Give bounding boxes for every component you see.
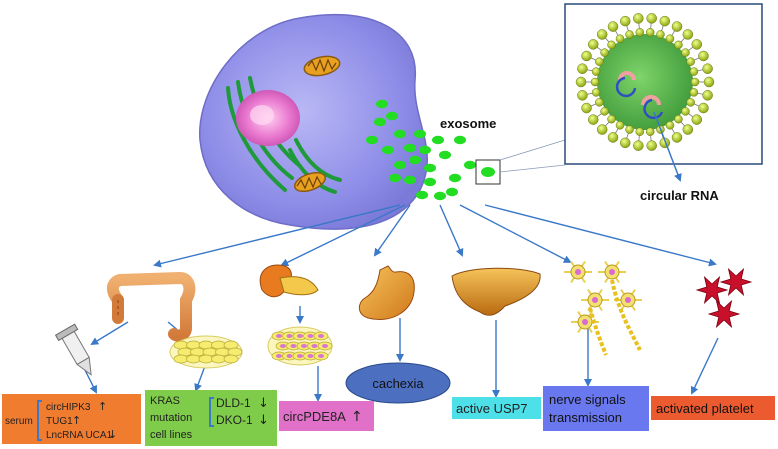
exosome-dot bbox=[434, 191, 446, 201]
exosome-arrows bbox=[81, 204, 719, 402]
exosome-icon bbox=[575, 13, 715, 151]
kras-item: DLD-1 bbox=[216, 396, 251, 410]
exosome-label: exosome bbox=[440, 116, 496, 131]
circular-rna-icon bbox=[615, 71, 664, 120]
exosome-dot bbox=[439, 150, 451, 160]
exosome-dot bbox=[419, 145, 431, 155]
down-arrow-icon: ↓ bbox=[258, 413, 269, 428]
liver-icon bbox=[451, 267, 541, 316]
nerve-signals-box bbox=[543, 386, 649, 431]
exosome-dot bbox=[424, 177, 436, 187]
exosome-dot bbox=[394, 129, 406, 139]
colon-icon bbox=[107, 271, 196, 342]
usp7-box bbox=[452, 397, 541, 419]
serum-item: circHIPK3 bbox=[46, 402, 91, 413]
tube-icon bbox=[54, 323, 92, 376]
exosome-dot bbox=[394, 160, 406, 170]
mitochondrion-icon bbox=[293, 171, 327, 193]
stomach-icon bbox=[358, 265, 415, 320]
kras-line: mutation bbox=[150, 412, 192, 424]
pancreas-icon bbox=[259, 264, 319, 298]
active-usp7-label: active USP7 bbox=[456, 401, 528, 416]
exosome-dot bbox=[409, 155, 421, 165]
exosome-dot bbox=[382, 145, 394, 155]
exosome-dot bbox=[366, 135, 378, 145]
nerve-signals-label: transmission bbox=[549, 410, 622, 425]
down-arrow-icon: ↓ bbox=[108, 428, 117, 441]
down-arrow-icon: ↓ bbox=[258, 396, 269, 411]
cachexia-label: cachexia bbox=[372, 376, 424, 391]
serum-box bbox=[2, 394, 141, 444]
activated-platelet-box bbox=[651, 396, 775, 420]
up-arrow-icon: ↑ bbox=[72, 414, 81, 427]
up-arrow-icon: ↑ bbox=[98, 400, 107, 413]
circular-rna-label: circular RNA bbox=[640, 188, 719, 203]
exosome-dot bbox=[376, 99, 388, 109]
kras-line: cell lines bbox=[150, 429, 193, 441]
circpde8a-box bbox=[279, 401, 374, 431]
kras-item: DKO-1 bbox=[216, 413, 253, 427]
serum-item: LncRNA UCA1 bbox=[46, 430, 113, 441]
exosome-dot bbox=[389, 173, 401, 183]
serum-label: serum bbox=[5, 416, 33, 427]
exosome-dot bbox=[374, 117, 386, 127]
exosome-dot bbox=[464, 160, 476, 170]
cell-culture-icon bbox=[169, 335, 243, 369]
exosome-dot bbox=[416, 190, 428, 200]
exosome-dot bbox=[404, 175, 416, 185]
cachexia-node bbox=[345, 362, 451, 404]
kras-line: KRAS bbox=[150, 395, 180, 407]
exosome-dot bbox=[404, 143, 416, 153]
platelets-icon bbox=[695, 267, 753, 329]
nerve-signals-label: nerve signals bbox=[549, 392, 626, 407]
activated-platelet-label: activated platelet bbox=[656, 401, 754, 416]
exosome-dot bbox=[424, 163, 436, 173]
exosome-dot bbox=[432, 135, 444, 145]
exosome-dot bbox=[449, 173, 461, 183]
cell-icon bbox=[199, 13, 428, 230]
mitochondrion-icon bbox=[303, 55, 341, 77]
neurons-icon bbox=[564, 261, 642, 356]
exosome-dot bbox=[446, 187, 458, 197]
circpde8a-label: circPDE8A bbox=[283, 409, 346, 424]
exosome-dot bbox=[414, 129, 426, 139]
serum-item: TUG1 bbox=[46, 416, 73, 427]
exosome-dots bbox=[366, 99, 476, 201]
cell-culture-icon bbox=[267, 326, 333, 366]
exosome-dot bbox=[454, 135, 466, 145]
exosome-dot bbox=[386, 111, 398, 121]
up-arrow-icon: ↑ bbox=[351, 409, 363, 425]
